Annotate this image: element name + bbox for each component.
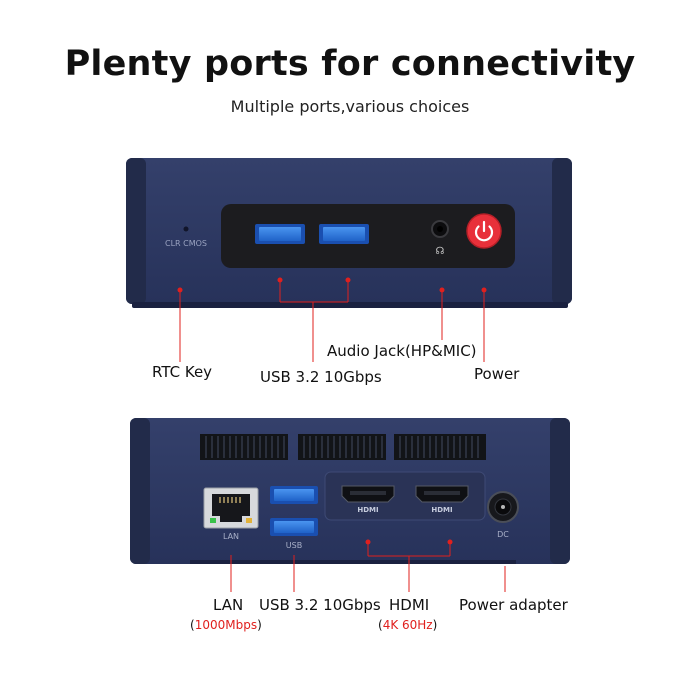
hdmi-panel <box>324 471 486 521</box>
label-power-adapter: Power adapter <box>459 596 568 614</box>
vent-grill-3 <box>394 434 486 460</box>
page-title: Plenty ports for connectivity <box>64 44 636 84</box>
front-usb-port-1 <box>255 224 305 244</box>
lan-port <box>203 487 259 529</box>
label-lan: LAN <box>213 596 244 614</box>
label-front-usb: USB 3.2 10Gbps <box>260 368 382 386</box>
vent-grill-1 <box>200 434 288 460</box>
label-rtc-key: RTC Key <box>152 363 213 381</box>
front-callout-dots <box>177 277 487 293</box>
clr-cmos-text: CLR CMOS <box>165 239 207 248</box>
back-usb-port-2 <box>270 518 318 536</box>
label-power: Power <box>474 365 520 383</box>
headset-icon: ☊ <box>436 246 445 257</box>
label-hdmi: HDMI <box>389 596 430 614</box>
usb-port-text: USB <box>286 541 302 550</box>
back-panel-device: LAN USB HDMI HDMI DC <box>130 418 570 564</box>
back-callout-dots <box>365 539 453 545</box>
front-usb-port-2 <box>319 224 369 244</box>
back-usb-port-1 <box>270 486 318 504</box>
lan-port-text: LAN <box>223 532 239 541</box>
vent-grill-2 <box>298 434 386 460</box>
power-button <box>466 213 502 249</box>
back-callout-lines <box>230 542 506 592</box>
hdmi-port-2-text: HDMI <box>431 506 452 514</box>
dc-port-text: DC <box>497 530 509 539</box>
audio-jack <box>431 220 449 238</box>
hdmi-port-2 <box>415 485 469 503</box>
dc-jack <box>487 491 519 523</box>
clr-cmos-hole <box>183 226 189 232</box>
label-lan-speed: (1000Mbps) <box>190 618 262 632</box>
label-hdmi-spec: (4K 60Hz) <box>378 618 438 632</box>
page-subtitle: Multiple ports,various choices <box>230 97 470 116</box>
label-audio-jack: Audio Jack(HP&MIC) <box>327 342 477 360</box>
front-callout-lines <box>179 280 485 362</box>
label-back-usb: USB 3.2 10Gbps <box>259 596 381 614</box>
front-panel-device: ☊ CLR CMOS <box>126 158 572 308</box>
hdmi-port-1 <box>341 485 395 503</box>
hdmi-port-1-text: HDMI <box>357 506 378 514</box>
